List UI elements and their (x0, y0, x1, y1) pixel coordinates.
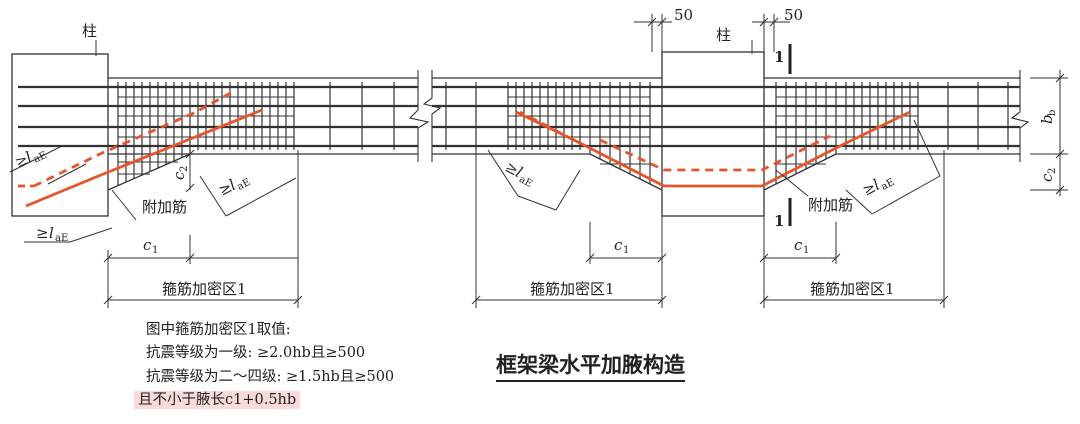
left-c2-label: c 2 (170, 166, 190, 180)
svg-text:b: b (1038, 114, 1056, 124)
svg-text:c: c (170, 171, 188, 180)
right-c1-label-right: c 1 (794, 236, 809, 256)
right-lae-label-left: ≥ l aE (502, 158, 534, 190)
right-break-line-left (422, 70, 442, 162)
note-line-3: 抗震等级为二～四级: ≥1.5hb且≥500 (146, 369, 395, 385)
right-added-rebar-label: 附加筋 (808, 196, 853, 214)
note-line-1: 图中箍筋加密区1取值: (146, 322, 291, 338)
dim-50-right: 50 (784, 6, 803, 24)
right-lae-label-right: ≥ l aE (859, 176, 897, 200)
svg-text:c: c (614, 236, 623, 254)
right-c1-label-left: c 1 (614, 236, 629, 256)
left-stirrups (117, 82, 395, 186)
svg-text:1: 1 (774, 212, 784, 230)
svg-text:2: 2 (179, 166, 190, 172)
svg-text:aE: aE (32, 150, 49, 166)
left-c1-label: c 1 (143, 236, 158, 256)
left-lae-label-lower: ≥ l aE (36, 224, 68, 244)
note-line-2: 抗震等级为一级: ≥2.0hb且≥500 (146, 345, 366, 361)
dim-50-left: 50 (674, 6, 693, 24)
section-mark: 1 1 (774, 44, 792, 230)
right-break-line-right (1010, 70, 1030, 162)
left-beam (18, 77, 418, 191)
right-lae-leaders (487, 119, 941, 215)
right-column-label: 柱 (716, 26, 731, 44)
left-dims (9, 145, 303, 308)
note-line-4: 且不小于腋长c1+0.5hb (134, 388, 301, 409)
svg-text:1: 1 (774, 48, 784, 66)
left-column-label: 柱 (82, 22, 97, 40)
left-break-line (408, 70, 430, 162)
svg-text:c: c (1038, 173, 1056, 182)
right-stirrup-zone-label-left: 箍筋加密区1 (530, 280, 615, 298)
bb-label: b b (1038, 110, 1058, 124)
right-column (661, 51, 765, 217)
svg-text:1: 1 (623, 245, 629, 256)
right-bottom-dims (471, 150, 949, 308)
left-stirrup-zone-label: 箍筋加密区1 (162, 280, 247, 298)
svg-text:l: l (49, 224, 54, 242)
right-stirrup-zone-label-right: 箍筋加密区1 (810, 280, 895, 298)
right-added-rebar (515, 110, 911, 188)
top-dims-50 (634, 14, 790, 52)
svg-text:aE: aE (517, 174, 534, 190)
svg-text:c: c (794, 236, 803, 254)
note-highlight: 且不小于腋长c1+0.5hb (134, 391, 301, 409)
svg-text:aE: aE (880, 177, 897, 193)
svg-text:2: 2 (1047, 168, 1058, 174)
left-added-rebar-label: 附加筋 (142, 198, 187, 216)
left-added-rebar (18, 88, 263, 208)
left-lae-label-right: ≥ l aE (215, 176, 253, 200)
svg-text:1: 1 (152, 245, 158, 256)
svg-text:b: b (1047, 110, 1058, 116)
left-column (11, 53, 109, 217)
svg-text:aE: aE (236, 177, 253, 193)
svg-text:aE: aE (55, 233, 68, 244)
right-vertical-dims (1030, 70, 1068, 196)
right-detail: 50 50 柱 1 1 b b c 2 (422, 6, 1068, 308)
diagram-caption: 框架梁水平加腋构造 (496, 349, 685, 382)
svg-text:1: 1 (803, 245, 809, 256)
svg-text:c: c (143, 236, 152, 254)
left-detail: 柱 附加筋 箍筋加密区1 c 1 c 2 ≥ l aE ≥ l aE ≥ l a… (9, 22, 430, 308)
right-beam (432, 77, 1020, 191)
right-c2-label: c 2 (1038, 168, 1058, 182)
svg-text:≥: ≥ (36, 224, 49, 242)
